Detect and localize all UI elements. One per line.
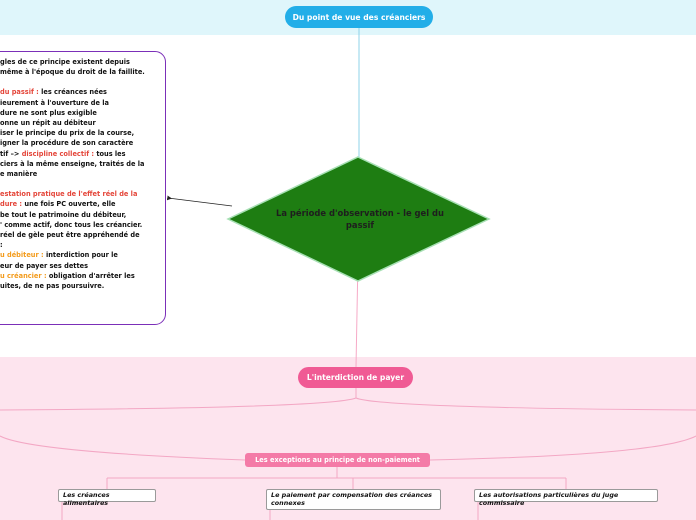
note-box[interactable]: [0, 51, 166, 325]
note-text-segment: e manière: [0, 170, 38, 179]
note-text-segment: iser le principe du prix de la course,: [0, 129, 135, 138]
note-text-segment: gles de ce principe existent depuis: [0, 58, 130, 66]
note-text-segment: uites, de ne pas poursuivre.: [0, 282, 105, 291]
note-highlight: discipline collectif :: [21, 149, 97, 158]
note-line: e manière: [0, 169, 156, 179]
section-branch-lines: [0, 388, 696, 411]
exception-item-autorisations[interactable]: Les autorisations particulières du juge …: [474, 489, 658, 507]
note-text-segment: les créances nées: [41, 88, 107, 97]
note-arrow: [166, 195, 233, 207]
section-pill[interactable]: L'interdiction de payer: [298, 367, 413, 388]
note-highlight: dure :: [0, 200, 25, 209]
exceptions-title: Les exceptions au principe de non-paieme…: [255, 456, 420, 464]
note-line: uites, de ne pas poursuivre.: [0, 281, 156, 291]
note-text-segment: dure ne sont plus exigible: [0, 108, 97, 117]
central-diamond: [226, 156, 491, 282]
central-topic-label[interactable]: La période d'observation - le gel du pas…: [276, 208, 444, 230]
section-title: L'interdiction de payer: [306, 373, 405, 382]
note-line: eur de payer ses dettes: [0, 261, 156, 271]
note-text-segment: onne un répit au débiteur: [0, 119, 96, 128]
item-down-lines: [61, 502, 479, 520]
note-line: igner la procédure de son caractère: [0, 138, 156, 148]
note-text-segment: ciers à la même enseigne, traités de la: [0, 159, 145, 168]
note-line: du passif : les créances nées: [0, 87, 156, 97]
note-line: dure : une fois PC ouverte, elle: [0, 199, 156, 209]
note-line: [0, 179, 156, 189]
note-highlight: estation pratique de l'effet réel de la: [0, 190, 138, 199]
note-text: gles de ce principe existent depuis même …: [0, 57, 156, 291]
note-highlight: du passif :: [0, 88, 42, 97]
note-text-segment: be tout le patrimoine du débiteur,: [0, 210, 127, 219]
note-line: be tout le patrimoine du débiteur,: [0, 210, 156, 220]
note-highlight: u créancier :: [0, 271, 49, 280]
exception-item-alimentaires[interactable]: Les créances alimentaires: [58, 489, 156, 507]
note-text-segment: ieurement à l'ouverture de la: [0, 98, 109, 107]
note-line: estation pratique de l'effet réel de la: [0, 189, 156, 199]
note-line: u débiteur : interdiction pour le: [0, 250, 156, 260]
note-line: iser le principe du prix de la course,: [0, 128, 156, 138]
exception-item-compensation[interactable]: Le paiement par compensation des créance…: [266, 489, 441, 510]
note-line: ieurement à l'ouverture de la: [0, 98, 156, 108]
note-line: :: [0, 240, 156, 250]
note-line: tif –> discipline collectif : tous les: [0, 149, 156, 159]
note-highlight: u débiteur :: [0, 251, 46, 260]
note-text-segment: réel de gèle peut être appréhendé de: [0, 231, 140, 240]
note-line: onne un répit au débiteur: [0, 118, 156, 128]
note-text-segment: même à l'époque du droit de la faillite.: [0, 68, 145, 77]
note-line: [0, 77, 156, 87]
exceptions-pill[interactable]: Les exceptions au principe de non-paieme…: [245, 453, 430, 467]
exceptions-branch-lines: [0, 435, 696, 461]
note-text-segment: igner la procédure de son caractère: [0, 139, 134, 148]
header-title: Du point de vue des créanciers: [292, 12, 426, 22]
note-text-segment: une fois PC ouverte, elle: [24, 200, 116, 209]
note-text-segment: tous les: [96, 149, 126, 158]
note-line: dure ne sont plus exigible: [0, 108, 156, 118]
note-line: ciers à la même enseigne, traités de la: [0, 159, 156, 169]
note-text-segment: interdiction pour le: [45, 251, 118, 260]
note-text-segment: obligation d'arrêter les: [48, 271, 135, 280]
note-text-segment: eur de payer ses dettes: [0, 261, 88, 270]
items-connectors: [106, 467, 567, 489]
header-pill[interactable]: Du point de vue des créanciers: [285, 6, 433, 28]
note-line: gles de ce principe existent depuis: [0, 57, 156, 67]
note-text-segment: ' comme actif, donc tous les créancier.: [0, 220, 143, 229]
note-text-segment: tif –>: [0, 149, 22, 158]
note-line: ' comme actif, donc tous les créancier.: [0, 220, 156, 230]
note-line: même à l'époque du droit de la faillite.: [0, 67, 156, 77]
note-line: u créancier : obligation d'arrêter les: [0, 271, 156, 281]
note-text-segment: :: [0, 241, 3, 250]
note-line: réel de gèle peut être appréhendé de: [0, 230, 156, 240]
